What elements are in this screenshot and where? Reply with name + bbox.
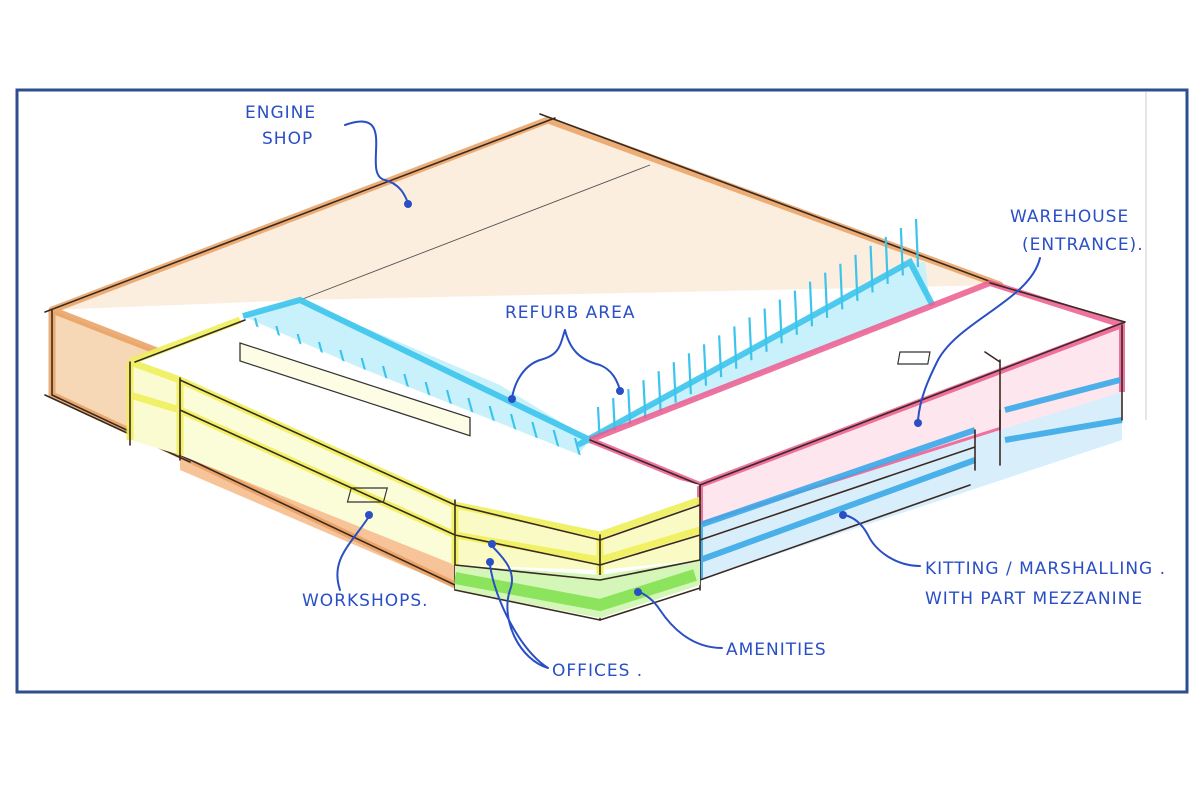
- workshops-label: WORKSHOPS.: [302, 591, 429, 611]
- kitting-label-line2: WITH PART MEZZANINE: [925, 589, 1143, 609]
- workshops-leader-dot: [365, 511, 373, 519]
- offices-block: [126, 316, 702, 621]
- amenities-leader: [639, 591, 723, 649]
- kitting-leader: [844, 514, 921, 567]
- engine-shop-ridge-line: [299, 164, 651, 301]
- label-workshops: WORKSHOPS.: [302, 511, 429, 611]
- kitting-outline: [697, 377, 1123, 580]
- engine-shop-leader-dot: [404, 200, 412, 208]
- offices-label: OFFICES .: [552, 661, 643, 681]
- offices-leader-dot-1: [488, 540, 496, 548]
- warehouse-roof: [590, 283, 1122, 485]
- amenities-ink: [454, 559, 701, 621]
- warehouse-leader: [917, 257, 1041, 421]
- label-warehouse: WAREHOUSE (ENTRANCE).: [914, 207, 1144, 427]
- warehouse-label-line1: WAREHOUSE: [1010, 207, 1129, 227]
- label-refurb-area: REFURB AREA: [505, 303, 635, 403]
- offices-front-face: [130, 362, 180, 455]
- amenities-face: [455, 560, 700, 618]
- amenities-outline: [453, 569, 697, 612]
- amenities-leader-dot: [634, 588, 642, 596]
- offices-leader: [489, 545, 549, 669]
- svg-text:SHOP: SHOP: [262, 129, 313, 149]
- amenities-block: [453, 559, 701, 621]
- svg-text:ENGINE: ENGINE: [245, 103, 316, 123]
- warehouse-front-face: [700, 325, 1122, 525]
- refurb-area-leader-dot-2: [616, 387, 624, 395]
- refurb-area-band: [243, 300, 590, 455]
- refurb-area-leader: [511, 329, 621, 399]
- warehouse-outline: [588, 279, 1125, 530]
- sketch-frame: [15, 88, 1189, 694]
- warehouse-rooflight: [897, 351, 931, 365]
- engine-shop-roof: [52, 120, 1000, 310]
- refurb-area-outline: [242, 257, 938, 448]
- label-amenities: AMENITIES: [634, 588, 827, 660]
- amenities-label: AMENITIES: [726, 640, 827, 660]
- offices-rooflight-small: [346, 487, 389, 503]
- label-engine-shop: ENGINE SHOP: [245, 103, 412, 208]
- refurb-area-label: REFURB AREA: [505, 303, 635, 323]
- kitting-leader-dot: [839, 511, 847, 519]
- offices-roof: [130, 320, 700, 535]
- refurb-area-leader-dot-1: [508, 395, 516, 403]
- warehouse-label-line2: (ENTRANCE).: [1022, 235, 1144, 255]
- refurb-area-block: [242, 218, 938, 461]
- engine-shop-label-line1: ENGINE: [245, 103, 316, 123]
- label-kitting: KITTING / MARSHALLING . WITH PART MEZZAN…: [839, 511, 1166, 609]
- engine-shop-leader: [344, 120, 409, 204]
- warehouse-leader-dot: [914, 419, 922, 427]
- offices-rooflight-long: [239, 342, 471, 437]
- workshops-leader: [336, 517, 369, 591]
- kitting-ink: [699, 324, 1123, 581]
- kitting-label-line1: KITTING / MARSHALLING .: [925, 559, 1166, 579]
- engine-shop-label-line2: SHOP: [262, 129, 313, 149]
- label-offices: OFFICES .: [486, 540, 643, 681]
- offices-leader-dot-2: [486, 558, 494, 566]
- kitting-block: [697, 324, 1123, 581]
